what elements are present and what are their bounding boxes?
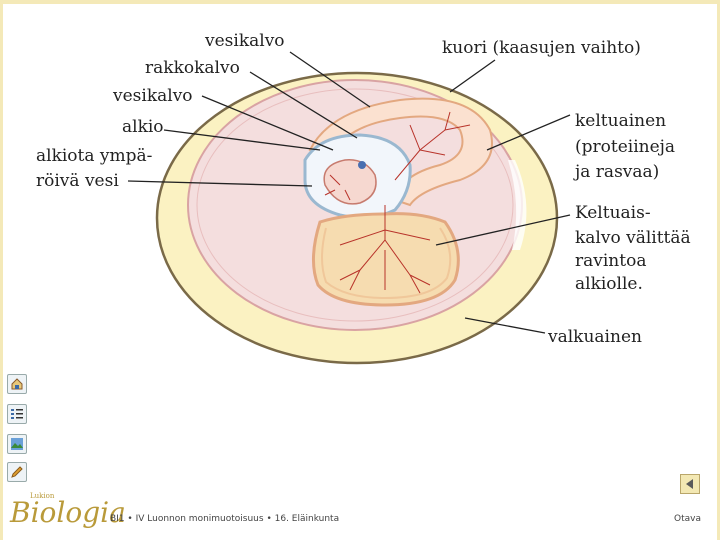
label-vesikalvo-top: vesikalvo [204,31,285,51]
yolk-sac [311,212,460,307]
label-kuori: kuori (kaasujen vaihto) [442,38,641,58]
logo-small-text: Lukion [30,492,55,500]
pencil-icon[interactable] [7,462,27,482]
biologia-logo: Lukion Biologia [10,492,126,529]
embryo [323,159,377,205]
leader-lines [127,51,571,334]
logo-text: Biologia [10,496,126,529]
label-kalvo-1: Keltuais- [575,203,651,223]
label-alkio: alkio [122,117,164,137]
right-border [717,0,720,540]
label-kalvo-3: ravintoa [575,251,646,271]
list-icon[interactable] [7,404,27,424]
label-alkiota-2: röivä vesi [36,171,119,191]
blood-vessels [324,111,471,294]
label-alkiota-1: alkiota ympä- [36,146,152,166]
label-rakkokalvo: rakkokalvo [145,58,240,78]
back-button[interactable] [680,474,700,494]
allantois [308,97,493,207]
label-kalvo-4: alkiolle. [575,274,643,294]
footer-course-text: BI1 • IV Luonnon monimuotoisuus • 16. El… [110,514,340,524]
home-icon[interactable] [7,374,27,394]
label-vesikalvo-mid: vesikalvo [112,86,193,106]
left-border [0,0,3,540]
label-keltuainen-3: ja rasvaa) [573,162,659,182]
image-icon[interactable] [7,434,27,454]
label-keltuainen-2: (proteiineja [575,137,675,157]
footer-publisher: Otava [674,514,701,524]
top-border [0,0,720,4]
label-valkuainen: valkuainen [547,327,642,347]
label-keltuainen-1: keltuainen [575,111,666,131]
arrow-left-icon [686,479,693,489]
label-kalvo-2: kalvo välittää [575,228,691,248]
